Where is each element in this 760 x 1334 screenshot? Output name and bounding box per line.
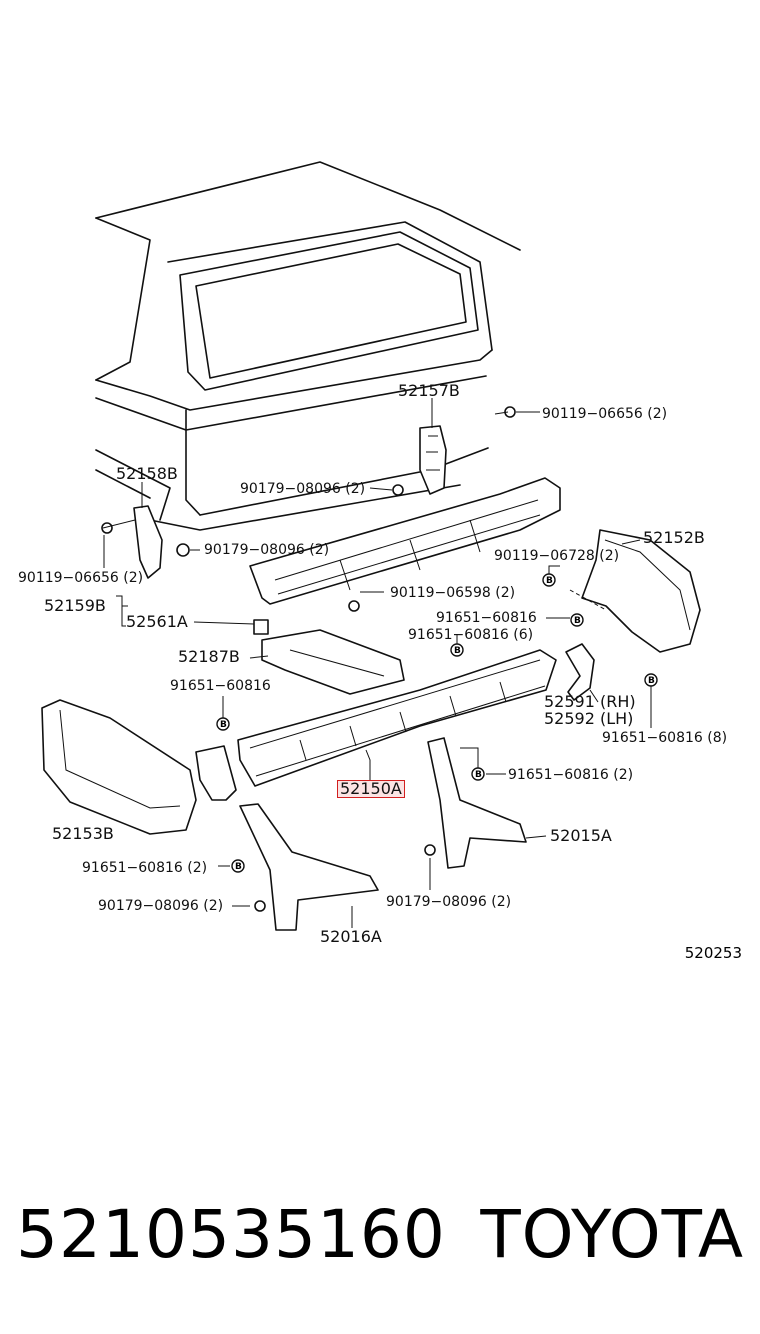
diagram-code: 520253	[684, 944, 742, 962]
svg-text:B: B	[475, 770, 482, 780]
part-52159B-step	[249, 477, 561, 605]
leader-lines	[103, 398, 652, 928]
callout-91651-60816-d: 91651−60816 (8)	[602, 730, 728, 746]
callout-90179-08096-mid: 90179−08096 (2)	[204, 542, 330, 558]
callout-91651-60816-c: 91651−60816	[170, 678, 271, 694]
svg-text:B: B	[574, 616, 581, 626]
callout-91651-60816-b: 91651−60816 (6)	[408, 627, 534, 643]
part-number: 5210535160	[16, 1196, 446, 1273]
svg-text:B: B	[235, 862, 242, 872]
callout-52152B: 52152B	[643, 528, 705, 547]
svg-text:B: B	[546, 576, 553, 586]
callout-90119-06728: 90119−06728 (2)	[494, 548, 620, 564]
bolt-markers: B B B B B B B	[216, 573, 658, 873]
callout-52187B: 52187B	[178, 647, 240, 666]
callout-91651-60816-a: 91651−60816	[436, 610, 537, 626]
callout-90119-06656-right: 90119−06656 (2)	[542, 406, 668, 422]
part-52015A	[427, 737, 527, 869]
vehicle-body	[95, 161, 521, 531]
callout-52150A-highlighted[interactable]: 52150A	[337, 780, 405, 798]
callout-52561A: 52561A	[126, 612, 188, 631]
callout-52153B: 52153B	[52, 824, 114, 843]
footer: 5210535160 TOYOTA	[0, 1190, 760, 1280]
part-52150A	[237, 649, 557, 787]
callout-90119-06598: 90119−06598 (2)	[390, 585, 516, 601]
callout-52016A: 52016A	[320, 927, 382, 946]
part-52157B	[419, 425, 447, 495]
svg-text:B: B	[454, 646, 461, 656]
part-52591-52592	[565, 643, 595, 701]
callout-52157B: 52157B	[398, 381, 460, 400]
part-52016A	[239, 803, 379, 931]
part-52158B	[133, 505, 163, 579]
callout-90179-08096-bottom-right: 90179−08096 (2)	[386, 894, 512, 910]
part-52153B	[41, 699, 197, 835]
callout-90179-08096-bottom-left: 90179−08096 (2)	[98, 898, 224, 914]
brand-name: TOYOTA	[480, 1196, 744, 1273]
callout-91651-60816-e: 91651−60816 (2)	[508, 767, 634, 783]
callout-91651-60816-f: 91651−60816 (2)	[82, 860, 208, 876]
svg-text:B: B	[648, 676, 655, 686]
diagram-drawing: B B B B B B B	[41, 161, 701, 931]
callout-90119-06656-left: 90119−06656 (2)	[18, 570, 144, 586]
callout-52015A: 52015A	[550, 826, 612, 845]
callout-90179-08096-top: 90179−08096 (2)	[240, 481, 366, 497]
callout-52592-lh: 52592 (LH)	[544, 709, 634, 728]
parts-diagram: B B B B B B B	[18, 161, 742, 962]
svg-text:B: B	[220, 720, 227, 730]
callout-52159B: 52159B	[44, 596, 106, 615]
callout-52158B: 52158B	[116, 464, 178, 483]
callout-52591-rh: 52591 (RH)	[544, 692, 636, 711]
part-52152B	[581, 529, 701, 653]
